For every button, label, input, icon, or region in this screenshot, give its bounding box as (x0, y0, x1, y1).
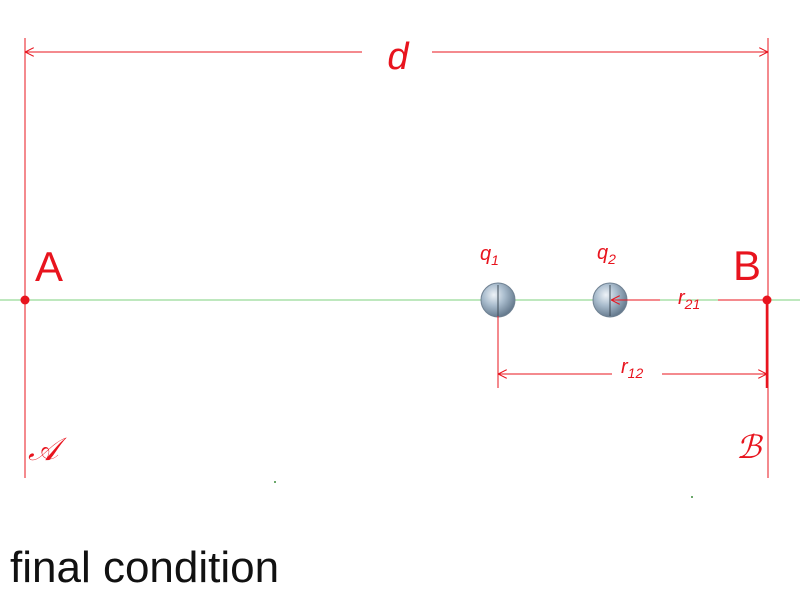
stray-dot-2 (691, 496, 693, 498)
dimension-r12-name: r (621, 356, 629, 378)
dimension-d-label: d (387, 36, 410, 78)
region-a-label: 𝒜 (28, 430, 67, 468)
point-b-dot (762, 295, 772, 305)
stray-dot-1 (274, 481, 276, 483)
charge-q2-name: q (597, 242, 608, 264)
caption: final condition (10, 543, 279, 592)
point-b-label: B (733, 242, 761, 289)
region-b-label: ℬ (736, 428, 764, 466)
dimension-r21-subscript: 21 (684, 296, 701, 312)
point-a-label: A (35, 243, 63, 290)
dimension-r21-label: r21 (678, 287, 700, 312)
charge-q1: q1 (480, 243, 516, 318)
point-a-dot (20, 295, 30, 305)
dimension-r21-name: r (678, 287, 686, 309)
charge-q1-label: q1 (480, 243, 499, 268)
charge-q1-subscript: 1 (491, 252, 499, 268)
charge-q2-subscript: 2 (607, 251, 616, 267)
charge-q1-name: q (480, 243, 491, 265)
charge-q2: q2 (592, 242, 628, 318)
dimension-r12-label: r12 (621, 356, 643, 381)
dimension-r12-subscript: 12 (628, 365, 644, 381)
charge-q2-label: q2 (597, 242, 616, 267)
